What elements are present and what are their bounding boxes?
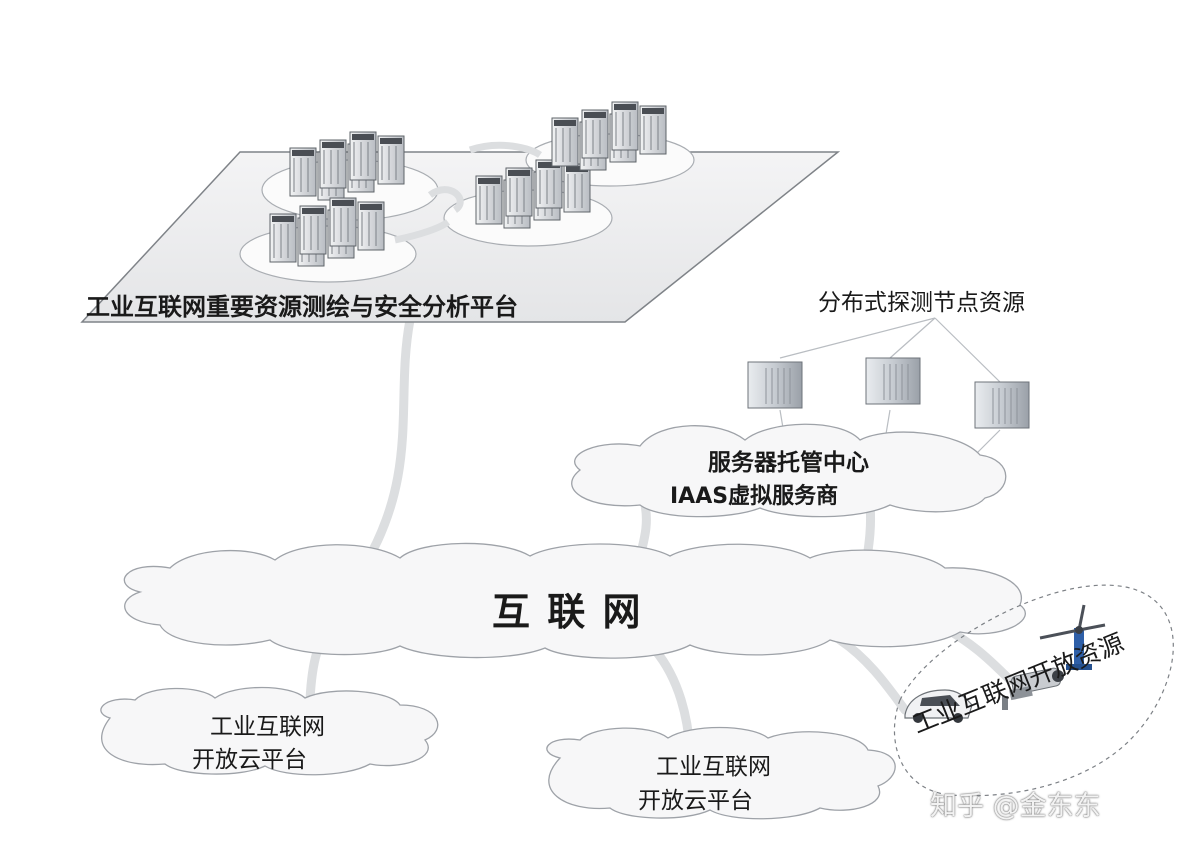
- hosting-center-label: 服务器托管中心: [708, 450, 869, 476]
- open-cloud-left-line1: 工业互联网: [210, 714, 325, 740]
- hosting-cloud: [571, 423, 1007, 518]
- open-resources-enclosure: [893, 584, 1174, 797]
- open-cloud-center-line2: 开放云平台: [638, 788, 753, 814]
- probe-server: [865, 357, 921, 405]
- watermark: 知乎 @金东东: [930, 791, 1101, 822]
- open-cloud-center-shape: [546, 726, 896, 820]
- probe-server: [747, 361, 803, 409]
- camera-icon: [1002, 667, 1064, 710]
- open-cloud-center-line1: 工业互联网: [656, 754, 771, 780]
- car-icon: [904, 689, 973, 723]
- probe-node-servers: [747, 357, 1030, 429]
- internet-label: 互 联 网: [492, 590, 643, 634]
- wind-turbine-icon: [1039, 604, 1106, 670]
- server-racks: [269, 101, 667, 267]
- probe-server: [974, 381, 1030, 429]
- platform-title: 工业互联网重要资源测绘与安全分析平台: [86, 293, 518, 321]
- pad-links: [394, 141, 543, 244]
- iaas-provider-label: IAAS虚拟服务商: [670, 484, 839, 509]
- probe-nodes-title: 分布式探测节点资源: [818, 290, 1025, 316]
- open-cloud-left-shape: [100, 686, 439, 776]
- open-cloud-left-line2: 开放云平台: [192, 747, 307, 773]
